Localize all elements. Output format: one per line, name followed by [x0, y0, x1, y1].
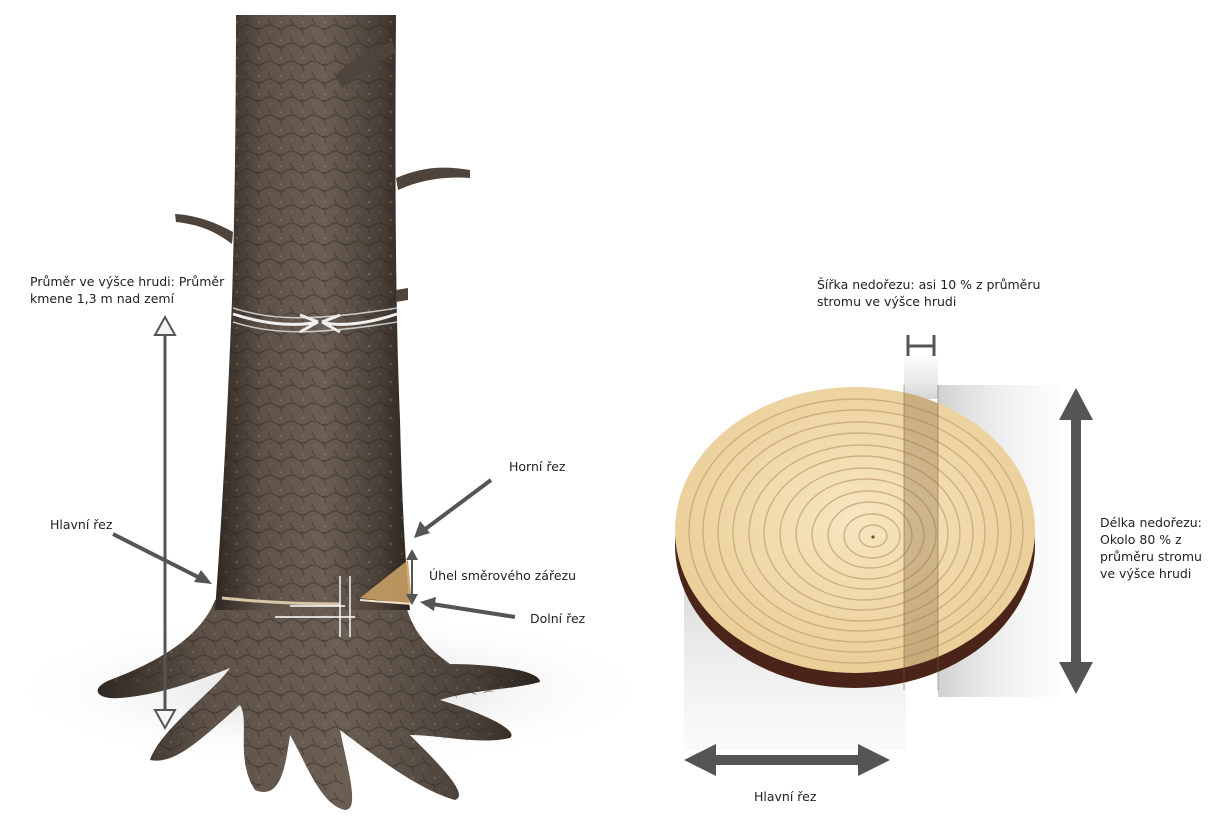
branch — [396, 168, 470, 190]
hinge-length-label-line2: Okolo 80 % z — [1100, 531, 1202, 548]
bottom-cut-label: Dolní řez — [530, 610, 585, 627]
hinge-length-label-line1: Délka nedořezu: — [1100, 514, 1202, 531]
dbh-label: Průměr ve výšce hrudi: Průměr kmene 1,3 … — [30, 273, 224, 307]
branch — [175, 214, 233, 244]
bottom-cut-leader-arrow — [420, 597, 515, 617]
hinge-width-label-line2: stromu ve výšce hrudi — [817, 293, 1040, 310]
top-cut-label: Horní řez — [509, 458, 565, 475]
notch-angle-label: Úhel směrového zářezu — [429, 567, 576, 584]
main-cut-leader-arrow — [113, 534, 212, 584]
stump-top-face — [675, 387, 1035, 673]
dbh-label-line1: Průměr ve výšce hrudi: Průměr — [30, 273, 224, 290]
hinge-length-label: Délka nedořezu: Okolo 80 % z průměru str… — [1100, 514, 1202, 582]
hinge-guide-shade-top — [904, 357, 938, 399]
hinge-length-label-line3: průměru stromu — [1100, 548, 1202, 565]
hinge-length-label-line4: ve výšce hrudi — [1100, 565, 1202, 582]
branch — [396, 288, 408, 302]
hinge-strip — [904, 385, 938, 685]
hinge-width-label-line1: Šířka nedořezu: asi 10 % z průměru — [817, 276, 1040, 293]
hinge-width-marker — [908, 335, 934, 356]
tree-illustration — [0, 15, 660, 810]
hinge-length-arrow — [1059, 388, 1093, 694]
main-cut-label-right: Hlavní řez — [754, 788, 816, 805]
main-cut-label-left: Hlavní řez — [50, 516, 112, 533]
hinge-width-label: Šířka nedořezu: asi 10 % z průměru strom… — [817, 276, 1040, 310]
stump-illustration — [675, 357, 1058, 750]
top-cut-leader-arrow — [414, 480, 491, 538]
dbh-label-line2: kmene 1,3 m nad zemí — [30, 290, 224, 307]
